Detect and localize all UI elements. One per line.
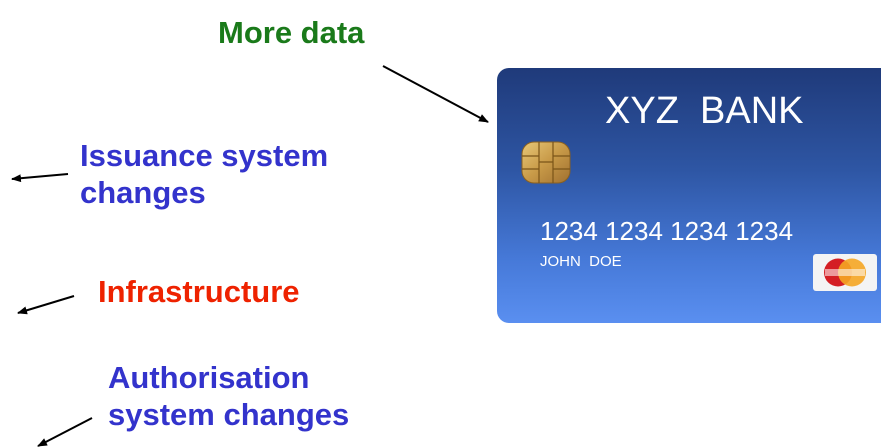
credit-card: XYZ BANK 1234 1234 1234 1234 JOHN DOE (497, 68, 881, 323)
arrow-authorisation (37, 417, 93, 447)
more-data-text: More data (218, 15, 365, 50)
issuance-line-1: Issuance system (80, 138, 329, 173)
issuance-line-2: changes (80, 175, 206, 210)
chip-icon (521, 141, 571, 184)
card-number: 1234 1234 1234 1234 (540, 216, 794, 246)
authorisation-line-2: system changes (108, 397, 350, 432)
authorisation-line-1: Authorisation (108, 360, 310, 395)
card-holder-name: JOHN DOE (540, 253, 622, 270)
infrastructure-label: Infrastructure (98, 273, 300, 310)
arrow-to-card (382, 65, 489, 123)
more-data-label: More data (218, 14, 364, 51)
arrow-issuance (11, 173, 69, 183)
mastercard-logo-icon (813, 254, 877, 291)
arrow-infrastructure (17, 295, 75, 315)
authorisation-label: Authorisation system changes (108, 359, 349, 433)
bank-name: XYZ BANK (605, 90, 804, 132)
infrastructure-text: Infrastructure (98, 274, 300, 309)
issuance-label: Issuance system changes (80, 137, 328, 211)
